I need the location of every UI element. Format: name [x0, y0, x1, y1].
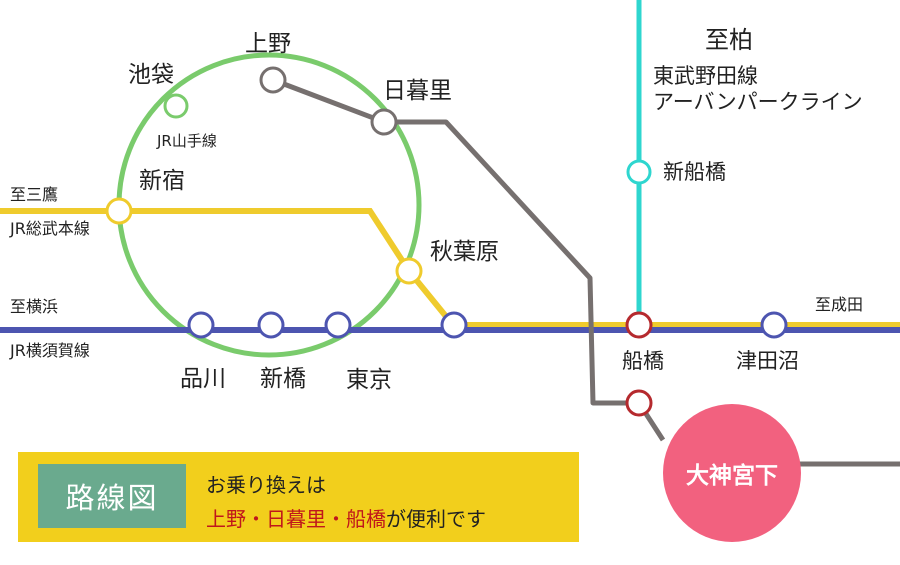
label-funabashi: 船橋: [622, 349, 664, 373]
station-marker-junction: [440, 311, 468, 339]
label-tsudanuma: 津田沼: [736, 349, 799, 373]
label-shimbashi: 新橋: [260, 366, 306, 392]
station-marker-tsudanuma[interactable]: [760, 311, 788, 339]
label-nippori: 日暮里: [383, 78, 452, 104]
station-marker-funabashi[interactable]: [625, 311, 653, 339]
legend-text-line1: お乗り換えは: [206, 473, 326, 497]
legend-transfer-nippori: 日暮里: [266, 507, 326, 531]
legend-suffix: が便利です: [386, 507, 486, 531]
legend-separator: ・: [246, 507, 266, 531]
label-sobu-line: JR総武本線: [10, 219, 90, 238]
station-marker-ueno[interactable]: [259, 66, 287, 94]
label-yokosuka-line: JR横須賀線: [10, 341, 90, 360]
label-dir-kashiwa: 至柏: [705, 26, 753, 54]
label-destination: 大神宮下: [686, 463, 778, 489]
destination-marker[interactable]: [663, 404, 801, 542]
legend-title: 路線図: [38, 464, 186, 528]
legend-text-line2: 上野・日暮里・船橋が便利です: [206, 503, 486, 532]
station-marker-shin-funabashi[interactable]: [626, 159, 652, 185]
label-yamanote-line: JR山手線: [157, 132, 217, 150]
label-akihabara: 秋葉原: [430, 239, 499, 265]
label-tobu-line: 東武野田線: [653, 64, 758, 88]
legend-panel: 路線図 お乗り換えは 上野・日暮里・船橋が便利です: [18, 452, 579, 542]
station-marker-shinjuku[interactable]: [105, 197, 133, 225]
station-marker-tokyo[interactable]: [324, 311, 352, 339]
label-shinagawa: 品川: [180, 366, 226, 392]
station-marker-akihabara[interactable]: [395, 257, 423, 285]
label-dir-narita: 至成田: [815, 295, 864, 314]
legend-transfer-funabashi: 船橋: [346, 507, 386, 531]
label-ueno: 上野: [245, 31, 291, 57]
station-marker-nippori[interactable]: [370, 108, 398, 136]
station-marker-ikebukuro[interactable]: [163, 93, 189, 119]
label-tobu-urbanpark: アーバンパークライン: [653, 90, 863, 114]
station-marker-keisei-funabashi[interactable]: [625, 389, 653, 417]
legend-separator: ・: [326, 507, 346, 531]
label-dir-yokohama: 至横浜: [10, 297, 59, 316]
label-ikebukuro: 池袋: [128, 62, 174, 88]
label-tokyo: 東京: [346, 367, 392, 393]
station-marker-shimbashi[interactable]: [257, 311, 285, 339]
legend-transfer-ueno: 上野: [206, 507, 246, 531]
label-shinjuku: 新宿: [139, 168, 185, 194]
label-shin-funabashi: 新船橋: [663, 160, 726, 184]
yamanote-line: [116, 52, 422, 358]
station-marker-shinagawa[interactable]: [187, 311, 215, 339]
label-dir-mitaka: 至三鷹: [10, 185, 59, 204]
